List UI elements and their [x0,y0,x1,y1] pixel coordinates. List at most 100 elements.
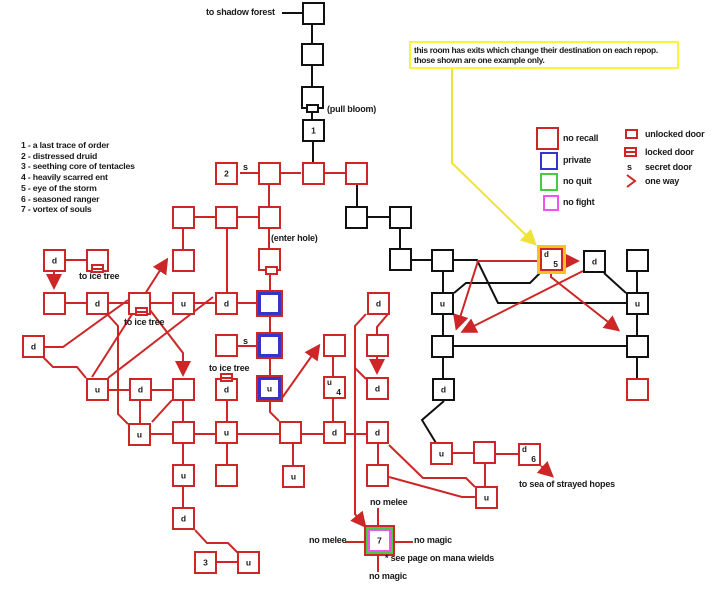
secret-door-icon: s [627,162,632,172]
room [172,249,195,272]
room-label: u [634,297,641,308]
room [389,206,412,229]
connection-line [603,272,627,294]
room [258,162,281,185]
room [323,334,346,357]
unlocked-door-label: unlocked door [645,129,705,139]
one-way-connection [451,64,537,246]
room [215,334,238,357]
no-fight-label: no fight [563,197,595,207]
room-label: d [223,383,230,394]
room-number: 6 [531,453,536,464]
callout-line: this room has exits which change their d… [414,45,658,55]
ice-tree-door [220,373,233,382]
one-way-connection [91,257,169,378]
connection-line [107,296,214,379]
room [302,2,325,25]
room-label: d [223,297,230,308]
map-label: (enter hole) [271,233,318,243]
room [279,421,302,444]
room-d: d [367,292,390,315]
no-fight-swatch [543,195,559,211]
room [215,206,238,229]
connection-line [420,400,445,444]
room-u: u [258,377,281,400]
room-d: d [172,507,195,530]
room [626,249,649,272]
room [473,441,496,464]
room-u: u [431,292,454,315]
room [43,292,66,315]
connection-line [376,313,389,334]
room-d: d [215,292,238,315]
room-label: u [438,447,445,458]
connection-line [194,529,239,554]
key-item: 5 - eye of the storm [21,182,97,193]
room [258,292,281,315]
no-recall-swatch [536,127,559,150]
connection-line [354,367,367,380]
one-way-connection [453,260,540,331]
room-label: d [374,382,381,393]
room [172,421,195,444]
locked-door-icon [624,147,637,157]
room-label: u [136,428,143,439]
room [345,162,368,185]
room [302,162,325,185]
room [345,206,368,229]
key-item: 2 - distressed druid [21,150,98,161]
room-3: 3 [194,551,217,574]
room [258,334,281,357]
map-label: to ice tree [209,363,250,373]
key-item: 7 - vortex of souls [21,204,92,215]
one-way-connection [149,309,191,377]
unlocked-door-icon [625,129,638,139]
one-way-label: one way [645,176,680,186]
room [215,464,238,487]
key-item: 3 - seething core of tentacles [21,161,135,172]
room [626,378,649,401]
room-d: d [22,335,45,358]
map-label: to ice tree [79,271,120,281]
one-way-connection [550,270,621,332]
map-label: s [243,336,248,346]
room-label: d [94,297,101,308]
secret-door-label: secret door [645,162,692,172]
one-way-connection [350,313,367,529]
connection-line [453,269,544,294]
room-u: u [430,442,453,465]
room-label: d [331,426,338,437]
room [366,464,389,487]
room-exit-label: d [544,250,549,259]
room [172,378,195,401]
room-label: u [245,556,252,567]
room-label: d [30,340,37,351]
repop-note-callout: this room has exits which change their d… [409,41,679,69]
key-item: 4 - heavily scarred ent [21,172,108,183]
connection-line [42,356,87,379]
room [389,248,412,271]
room-u: u [282,465,305,488]
room-label: d [591,255,598,266]
room-label: u [439,297,446,308]
room-label: u [94,383,101,394]
room-7: 7 [368,529,391,552]
key-item: 6 - seasoned ranger [21,193,100,204]
enter-hole-door [265,266,278,275]
locked-door-label: locked door [645,147,694,157]
private-swatch [540,152,558,170]
no-quit-label: no quit [563,176,592,186]
private-label: private [563,155,592,165]
room-1: 1 [302,119,325,142]
room-u: u [128,423,151,446]
room-u: u [86,378,109,401]
room-label: d [440,383,447,394]
no-recall-label: no recall [563,133,599,143]
room-label: d [375,297,382,308]
room-label: 3 [203,556,208,567]
room-d: d [432,378,455,401]
one-way-connection [536,461,554,478]
